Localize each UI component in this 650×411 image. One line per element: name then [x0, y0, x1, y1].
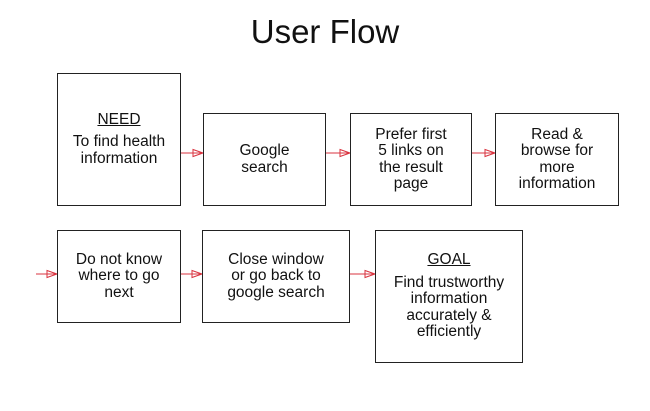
node-goal: GOAL Find trustworthy information accura… [375, 230, 523, 363]
node-goal-text: Find trustworthy information accurately … [393, 273, 505, 341]
node-first-links: Prefer first 5 links on the result page [350, 113, 472, 206]
node-need-text: To find health information [72, 133, 166, 167]
node-read-browse-text: Read & browse for more information [518, 125, 596, 192]
node-first-links-text: Prefer first 5 links on the result page [375, 125, 447, 192]
node-goal-heading: GOAL [427, 251, 471, 269]
arrow-google-search-to-first-links [326, 148, 352, 158]
arrow-first-links-to-read-browse [472, 148, 497, 158]
node-do-not-know-text: Do not know where to go next [75, 250, 163, 301]
node-google-search-text: Google search [239, 142, 290, 176]
node-google-search: Google search [203, 113, 326, 206]
node-need: NEED To find health information [57, 73, 181, 206]
node-need-heading: NEED [97, 110, 141, 128]
arrow-do-not-know-to-close-window [181, 269, 204, 279]
diagram-title: User Flow [250, 13, 400, 50]
node-close-window: Close window or go back to google search [202, 230, 350, 323]
arrow-close-window-to-goal [350, 269, 377, 279]
node-read-browse: Read & browse for more information [495, 113, 619, 206]
node-close-window-text: Close window or go back to google search [227, 250, 325, 301]
node-do-not-know: Do not know where to go next [57, 230, 181, 323]
arrow-need-to-google-search [181, 148, 205, 158]
arrow-read-browse-to-do-not-know [36, 269, 59, 279]
